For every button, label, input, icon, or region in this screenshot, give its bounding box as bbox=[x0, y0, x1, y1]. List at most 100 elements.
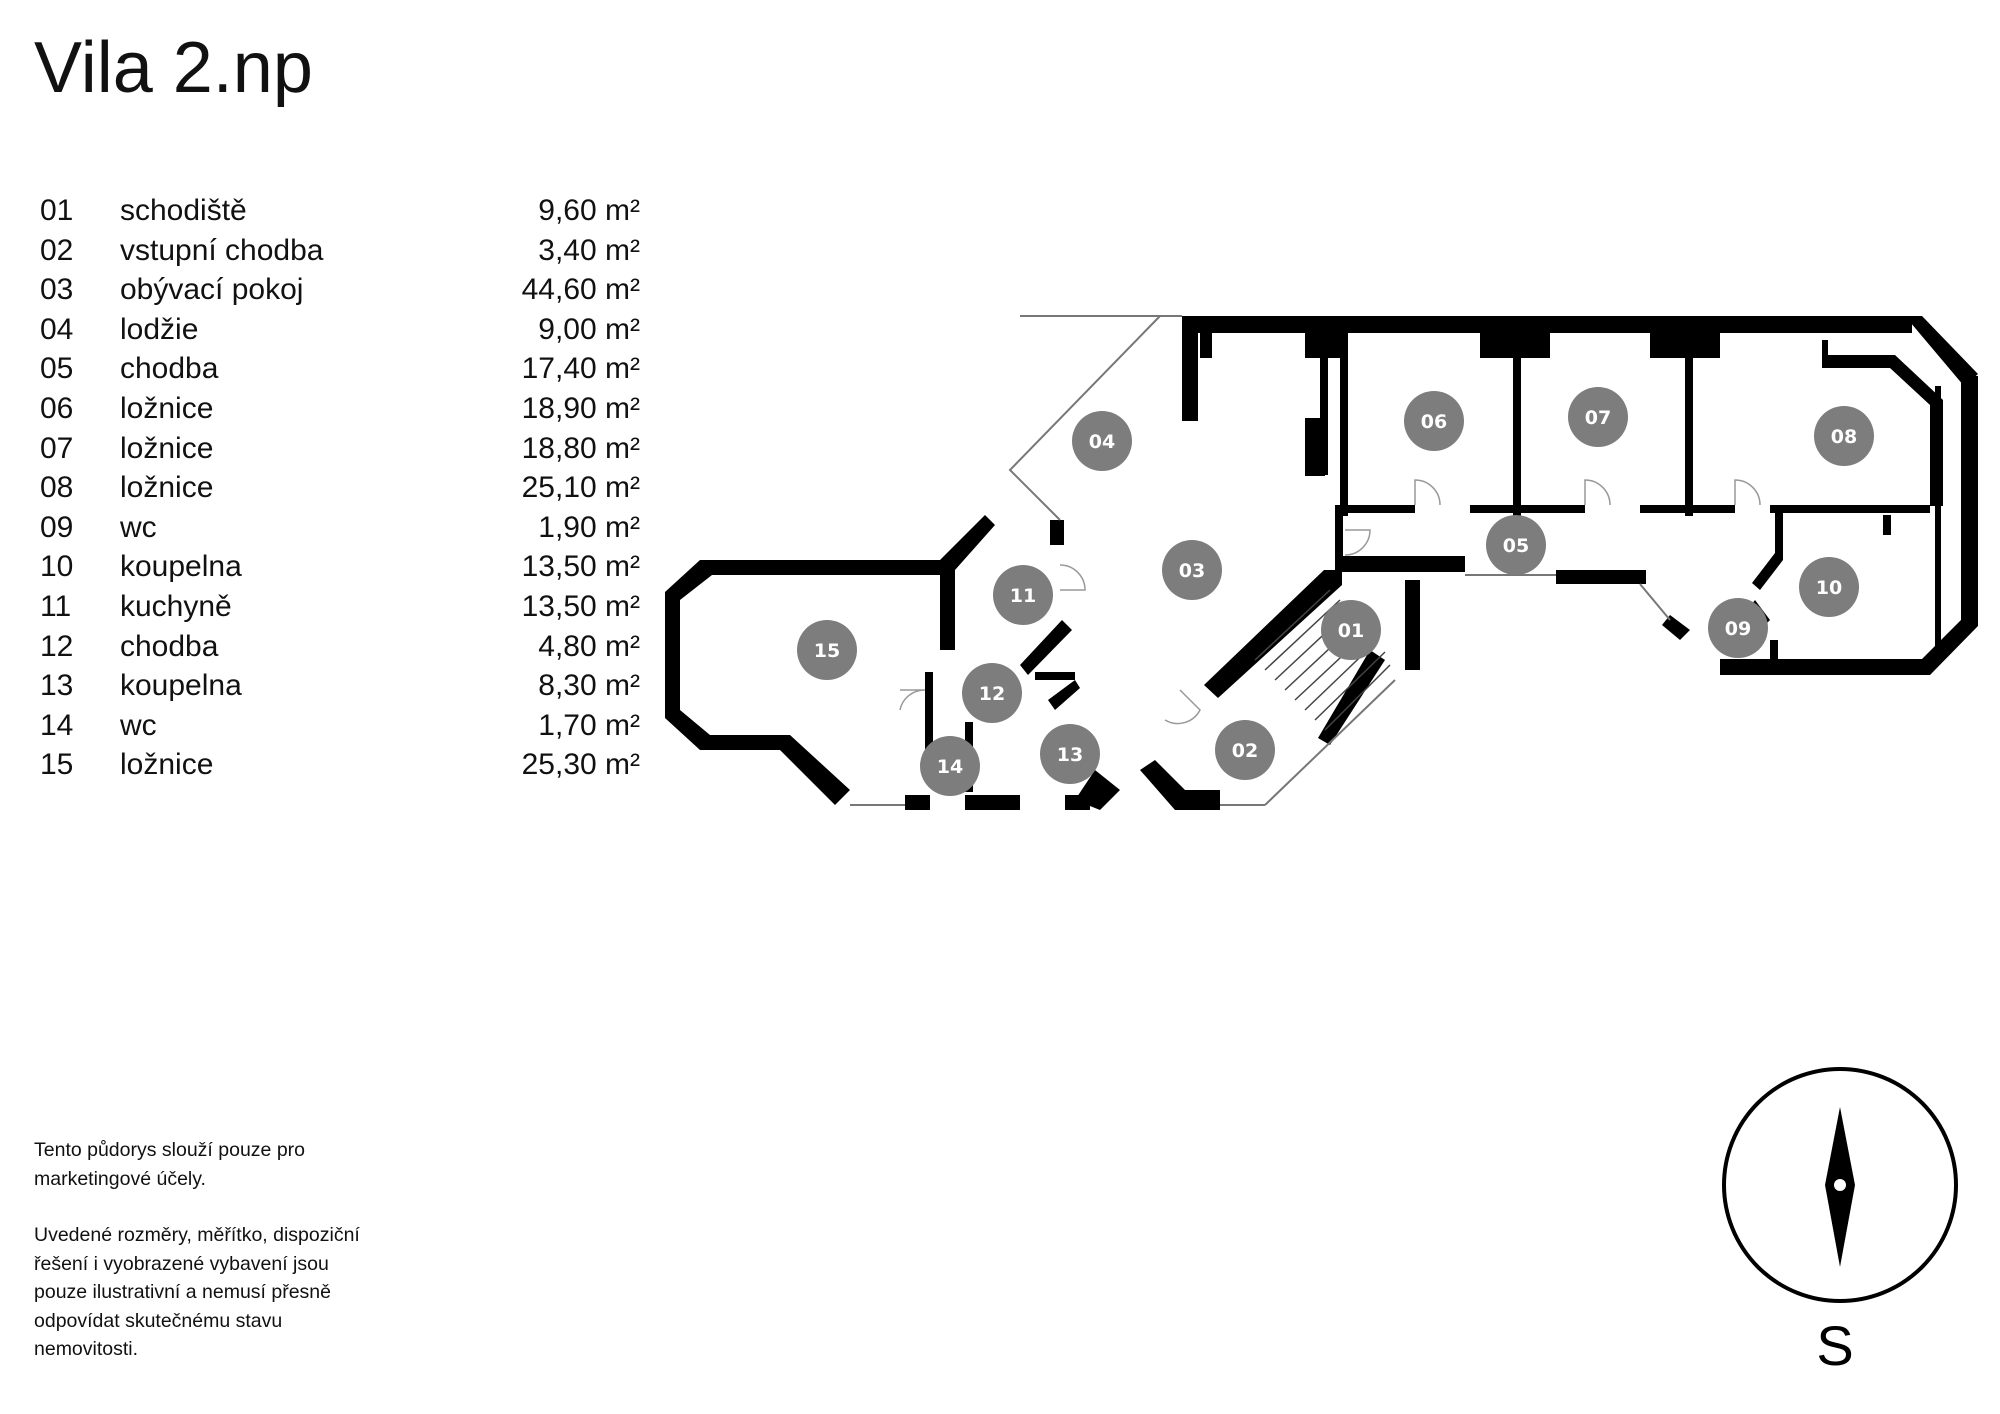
legend-row: 08 ložnice 25,10 m² bbox=[40, 467, 640, 507]
wall bbox=[1470, 505, 1585, 513]
room-marker bbox=[993, 565, 1053, 625]
room-marker bbox=[1799, 557, 1859, 617]
room-name: ložnice bbox=[120, 471, 214, 505]
wall bbox=[1961, 376, 1978, 626]
room-number: 09 bbox=[40, 510, 74, 544]
room-area: 13,50 m² bbox=[521, 550, 640, 584]
room-name: wc bbox=[120, 708, 157, 742]
wall bbox=[1340, 330, 1348, 516]
disclaimer: Tento půdorys slouží pouze pro marketing… bbox=[34, 1136, 364, 1392]
wall bbox=[1720, 659, 1930, 675]
room-name: obývací pokoj bbox=[120, 273, 304, 307]
room-marker-label: 09 bbox=[1725, 618, 1751, 640]
wall bbox=[1335, 556, 1465, 572]
wall bbox=[1770, 640, 1778, 665]
room-marker bbox=[1814, 406, 1874, 466]
room-marker-label: 05 bbox=[1503, 535, 1529, 557]
room-area: 18,90 m² bbox=[521, 391, 640, 425]
room-marker bbox=[1215, 720, 1275, 780]
room-number: 11 bbox=[40, 589, 72, 623]
door bbox=[1584, 479, 1611, 506]
wall bbox=[1822, 340, 1943, 506]
room-name: schodiště bbox=[120, 194, 247, 227]
room-number: 03 bbox=[40, 273, 74, 307]
wall bbox=[1650, 333, 1720, 358]
wall bbox=[1640, 505, 1735, 513]
legend-row: 10 koupelna 13,50 m² bbox=[40, 546, 640, 586]
room-number: 02 bbox=[40, 233, 74, 267]
room-name: ložnice bbox=[120, 391, 214, 425]
walls bbox=[665, 316, 1978, 810]
wall bbox=[1182, 316, 1198, 421]
room-name: ložnice bbox=[120, 748, 214, 782]
wall bbox=[1770, 505, 1930, 513]
room-number: 01 bbox=[40, 194, 74, 227]
wall bbox=[965, 795, 1020, 810]
room-number: 15 bbox=[40, 748, 74, 782]
door bbox=[1344, 529, 1371, 556]
room-marker bbox=[1040, 724, 1100, 784]
wall bbox=[1065, 795, 1090, 810]
wall bbox=[665, 560, 940, 805]
room-number: 08 bbox=[40, 471, 74, 505]
room-marker-label: 03 bbox=[1179, 560, 1205, 582]
room-marker-label: 01 bbox=[1338, 620, 1364, 642]
compass-label: S bbox=[1816, 1314, 1853, 1377]
room-marker bbox=[797, 620, 857, 680]
room-marker bbox=[1568, 387, 1628, 447]
room-area: 8,30 m² bbox=[538, 669, 640, 703]
room-marker-label: 10 bbox=[1816, 577, 1842, 599]
room-area: 25,30 m² bbox=[521, 748, 640, 782]
room-number: 10 bbox=[40, 550, 74, 584]
room-marker-label: 11 bbox=[1010, 585, 1036, 607]
compass-center bbox=[1834, 1179, 1846, 1191]
wall bbox=[1200, 333, 1212, 358]
room-number: 06 bbox=[40, 391, 74, 425]
thin-lines bbox=[850, 315, 1761, 806]
room-area: 25,10 m² bbox=[521, 471, 640, 505]
door-swings bbox=[899, 479, 1761, 725]
window-line bbox=[1639, 583, 1671, 621]
room-marker bbox=[1404, 391, 1464, 451]
legend-row: 02 vstupní chodba 3,40 m² bbox=[40, 230, 640, 270]
legend-row: 06 ložnice 18,90 m² bbox=[40, 388, 640, 428]
wall bbox=[1035, 672, 1075, 680]
room-area: 18,80 m² bbox=[521, 431, 640, 465]
window-line bbox=[1008, 315, 1161, 521]
wall bbox=[1935, 386, 1941, 646]
staircase-steps bbox=[1254, 589, 1391, 731]
wall bbox=[1513, 330, 1521, 516]
room-area: 3,40 m² bbox=[538, 233, 640, 267]
wall bbox=[1048, 680, 1080, 710]
door bbox=[1414, 479, 1441, 506]
room-area: 9,60 m² bbox=[538, 194, 640, 227]
room-marker-label: 08 bbox=[1831, 426, 1857, 448]
room-number: 12 bbox=[40, 629, 74, 663]
room-name: vstupní chodba bbox=[120, 233, 324, 267]
room-legend: 01 schodiště 9,60 m² 02 vstupní chodba 3,40 m… bbox=[40, 190, 640, 784]
room-name: ložnice bbox=[120, 431, 214, 465]
room-area: 9,00 m² bbox=[538, 312, 640, 346]
wall bbox=[1140, 760, 1220, 810]
compass: S bbox=[1722, 1067, 1958, 1377]
room-name: koupelna bbox=[120, 550, 242, 584]
wall bbox=[1318, 650, 1385, 745]
room-name: wc bbox=[120, 510, 157, 544]
wall bbox=[1340, 505, 1415, 513]
wall bbox=[1916, 620, 1978, 675]
wall bbox=[1050, 520, 1064, 545]
disclaimer-paragraph-2: Uvedené rozměry, měřítko, dispoziční řeš… bbox=[34, 1224, 360, 1360]
wall bbox=[1020, 620, 1072, 675]
wall bbox=[905, 795, 930, 810]
wall bbox=[1662, 615, 1690, 640]
room-marker bbox=[1072, 411, 1132, 471]
door bbox=[1164, 689, 1201, 725]
room-name: chodba bbox=[120, 352, 219, 386]
room-area: 13,50 m² bbox=[521, 589, 640, 623]
wall bbox=[1405, 580, 1420, 670]
